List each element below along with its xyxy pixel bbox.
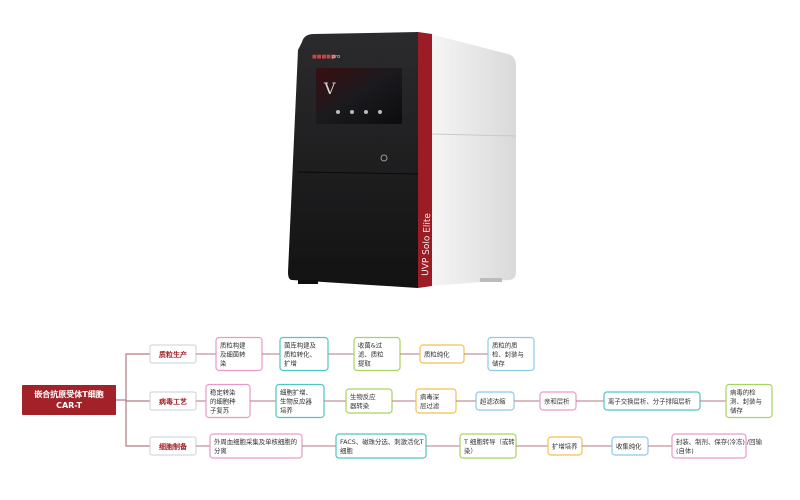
- step-label-line: 扩增: [284, 359, 297, 368]
- step-label-line: 稳定转染: [210, 388, 236, 397]
- step-label-line: 外周血细胞采集及单核细胞的: [214, 437, 297, 446]
- step-label-line: 病毒深: [420, 392, 440, 401]
- svg-text:■■■■■: ■■■■■: [312, 54, 336, 60]
- branch-connector: [125, 400, 150, 447]
- screen-logo: V: [323, 79, 336, 98]
- step-label-line: 子复苏: [210, 406, 230, 415]
- step-label-line: 质粒转化、: [284, 350, 316, 359]
- root-title: 嵌合抗原受体T细胞: [34, 389, 103, 399]
- touchscreen[interactable]: [316, 68, 402, 124]
- step-label-line: 质粒的质: [492, 341, 518, 350]
- step-label-line: 离子交换层析、分子排阻层析: [608, 397, 692, 406]
- step-label-line: 染: [220, 359, 227, 368]
- instrument-image: ■■■■■ pro V UVP Solo Elite: [288, 32, 517, 288]
- brand-label: pro: [332, 54, 340, 60]
- model-label: UVP Solo Elite: [421, 212, 433, 276]
- step-label-line: 细胞扩增、: [280, 388, 312, 397]
- category-label: 病毒工艺: [159, 397, 187, 406]
- step-node[interactable]: 亲和层析: [539, 391, 577, 411]
- step-label-line: 生物反应器: [280, 397, 313, 406]
- category-node[interactable]: 细胞制备: [149, 436, 197, 456]
- category-label: 细胞制备: [159, 442, 188, 451]
- step-node[interactable]: 收集纯化: [611, 436, 649, 456]
- instrument-side-panel: [430, 34, 516, 286]
- step-label-line: 层过滤: [420, 401, 440, 410]
- step-label-line: 及细菌转: [220, 350, 246, 359]
- step-label-line: 细胞: [340, 446, 353, 455]
- step-label-line: 封装、制剂、保存(冷冻) /回输: [676, 437, 762, 446]
- step-label-line: 菌库构建及: [284, 341, 317, 350]
- root-node[interactable]: 嵌合抗原受体T细胞 CAR-T: [22, 385, 116, 415]
- category-node[interactable]: 病毒工艺: [149, 391, 197, 411]
- category-label: 质粒生产: [159, 350, 187, 359]
- step-node[interactable]: 质粒纯化: [419, 344, 465, 364]
- step-label-line: 测、封装与: [730, 397, 762, 406]
- step-label-line: 病毒的检: [730, 388, 756, 397]
- step-node[interactable]: 超滤浓缩: [475, 391, 515, 411]
- step-label-line: 扩增培养: [552, 442, 578, 451]
- step-label-line: 滤、质粒: [358, 350, 384, 359]
- step-label-line: 的细胞种: [210, 397, 236, 406]
- category-node[interactable]: 质粒生产: [149, 344, 197, 364]
- step-label-line: 亲和层析: [544, 397, 570, 406]
- power-button[interactable]: [380, 154, 388, 162]
- branch-connector: [125, 353, 150, 400]
- branch-connector: [125, 400, 150, 402]
- step-label-line: 生物反应: [350, 392, 376, 401]
- step-node[interactable]: 离子交换层析、分子排阻层析: [603, 391, 701, 411]
- step-label-line: 检、封装与: [492, 350, 524, 359]
- step-label-line: 染）: [464, 446, 477, 455]
- step-label-line: FACS、磁珠分选、刺激活化T: [340, 437, 424, 446]
- step-node[interactable]: 扩增培养: [547, 436, 583, 456]
- step-label-line: 分离: [214, 446, 227, 455]
- step-node[interactable]: 封装、制剂、保存(冷冻) /回输(自体): [671, 433, 762, 459]
- step-node[interactable]: T 细胞转导（或转染）: [459, 433, 517, 459]
- step-label-line: 质粒构建: [220, 341, 246, 350]
- root-subtitle: CAR-T: [56, 401, 82, 410]
- step-label-line: 质粒纯化: [424, 350, 450, 359]
- step-label-line: 培养: [280, 406, 293, 415]
- instrument-accent-strip: [418, 32, 432, 288]
- step-label-line: 储存: [492, 359, 505, 368]
- step-label-line: 提取: [358, 359, 371, 368]
- step-label-line: 储存: [730, 406, 743, 415]
- step-label-line: 超滤浓缩: [480, 397, 506, 406]
- step-label-line: (自体): [676, 446, 694, 455]
- step-label-line: 收集纯化: [616, 442, 642, 451]
- step-label-line: 器转染: [350, 401, 370, 410]
- step-label-line: 收菌&过: [358, 341, 383, 350]
- step-label-line: T 细胞转导（或转: [463, 437, 515, 446]
